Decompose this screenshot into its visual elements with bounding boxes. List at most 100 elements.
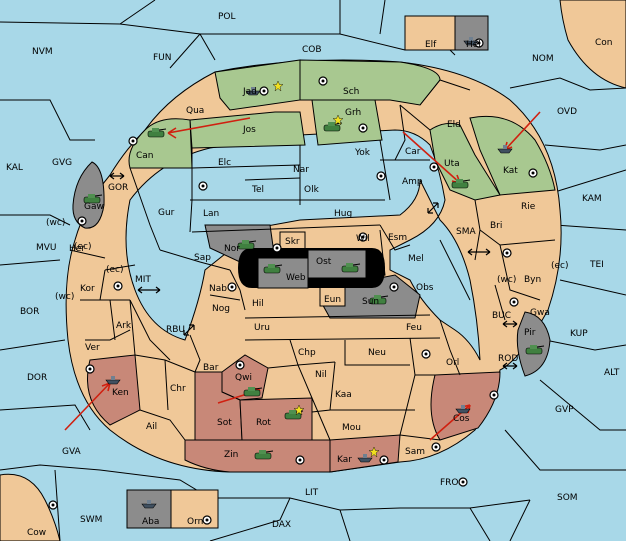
coast-marker: (wc) xyxy=(497,275,516,285)
army-icon xyxy=(237,240,257,250)
label-nvm: NVM xyxy=(32,47,53,57)
label-swm: SWM xyxy=(80,515,102,525)
label-elf: Elf xyxy=(425,40,437,50)
label-mvu: MVU xyxy=(36,243,57,253)
label-gvp: GVP xyxy=(555,405,574,415)
supply-centers xyxy=(48,38,538,525)
label-chp: Chp xyxy=(298,348,316,358)
label-tel: Tel xyxy=(251,185,264,195)
label-cob: COB xyxy=(302,45,322,55)
units xyxy=(83,37,545,509)
supply-center-icon xyxy=(77,216,87,226)
region-kar[interactable] xyxy=(329,434,401,473)
label-rot: Rot xyxy=(256,418,271,428)
label-eld: Eld xyxy=(447,120,461,130)
label-lit: LIT xyxy=(305,488,319,498)
army-icon xyxy=(243,387,263,397)
label-alt: ALT xyxy=(604,368,620,378)
label-kup: KUP xyxy=(570,329,588,339)
label-ail: Ail xyxy=(146,422,157,432)
label-feu: Feu xyxy=(406,323,422,333)
region-con[interactable] xyxy=(559,0,626,89)
label-mou: Mou xyxy=(342,423,361,433)
inner-sea xyxy=(125,129,481,361)
label-cos: Cos xyxy=(453,414,470,424)
star-icon xyxy=(293,404,305,416)
supply-center-icon xyxy=(318,76,328,86)
label-byn: Byn xyxy=(524,275,541,285)
region-jad[interactable] xyxy=(214,59,301,111)
coast-marker: (wc) xyxy=(46,218,65,228)
label-obs: Obs xyxy=(416,283,434,293)
label-sot: Sot xyxy=(217,418,232,428)
label-orn: Orn xyxy=(187,517,203,527)
label-chr: Chr xyxy=(170,384,186,394)
army-icon xyxy=(254,450,274,460)
region-grh[interactable] xyxy=(311,99,383,146)
label-car: Car xyxy=(405,147,421,157)
coast-marker: (ec) xyxy=(551,261,569,271)
star-icon xyxy=(272,80,284,92)
supply-center-icon xyxy=(458,477,468,487)
label-gur: Gur xyxy=(158,208,175,218)
label-yok: Yok xyxy=(354,148,371,158)
label-bri: Bri xyxy=(490,221,502,231)
label-rod: ROD xyxy=(498,354,518,364)
supply-center-icon xyxy=(295,455,305,465)
region-ost[interactable] xyxy=(307,249,367,279)
label-tei: TEI xyxy=(589,260,604,270)
label-skr: Skr xyxy=(285,237,300,247)
region-orn[interactable] xyxy=(170,489,219,529)
label-bor: BOR xyxy=(20,307,39,317)
label-kam: KAM xyxy=(582,194,602,204)
label-nab: Nab xyxy=(209,284,227,294)
supply-center-icon xyxy=(431,442,441,452)
star-icon xyxy=(332,114,344,126)
label-fun: FUN xyxy=(153,53,172,63)
fleet-icon xyxy=(141,500,157,509)
army-icon xyxy=(525,345,545,355)
army-icon xyxy=(83,194,103,204)
label-ost: Ost xyxy=(316,257,332,267)
label-bar: Bar xyxy=(203,363,219,373)
label-gvg: GVG xyxy=(52,158,72,168)
label-gva: GVA xyxy=(62,447,82,457)
label-ken: Ken xyxy=(112,388,129,398)
region-jos[interactable] xyxy=(189,111,306,149)
fleet-icon xyxy=(463,37,479,46)
region-elf[interactable] xyxy=(404,15,456,51)
fleet-icon xyxy=(497,145,513,154)
region-sch[interactable] xyxy=(299,59,441,106)
label-nom: NOM xyxy=(532,54,554,64)
region-uta[interactable] xyxy=(429,122,501,201)
region-pir[interactable] xyxy=(516,311,551,377)
army-icon xyxy=(263,264,283,274)
label-web: Web xyxy=(286,273,306,283)
label-zin: Zin xyxy=(224,450,238,460)
label-fro: FRO xyxy=(440,478,459,488)
label-sun: Sun xyxy=(362,297,379,307)
supply-center-icon xyxy=(85,364,95,374)
label-kat: Kat xyxy=(503,166,518,176)
label-pol: POL xyxy=(218,12,236,22)
region-rot[interactable] xyxy=(239,397,313,441)
region-cow[interactable] xyxy=(0,473,61,541)
army-icon xyxy=(341,263,361,273)
label-neu: Neu xyxy=(368,348,386,358)
supply-center-icon xyxy=(227,282,237,292)
coast-marker: (ec) xyxy=(106,265,124,275)
supply-center-icon xyxy=(389,282,399,292)
label-kar: Kar xyxy=(337,455,352,465)
label-con: Con xyxy=(595,38,613,48)
label-jad: Jad xyxy=(242,87,257,97)
label-amp: Amp xyxy=(402,177,423,187)
label-rbu: RBU xyxy=(166,325,185,335)
label-sam: Sam xyxy=(405,447,425,457)
label-elc: Elc xyxy=(218,158,231,168)
supply-center-icon xyxy=(528,168,538,178)
supply-center-icon xyxy=(259,86,269,96)
region-aba[interactable] xyxy=(126,489,172,529)
supply-center-icon xyxy=(379,455,389,465)
